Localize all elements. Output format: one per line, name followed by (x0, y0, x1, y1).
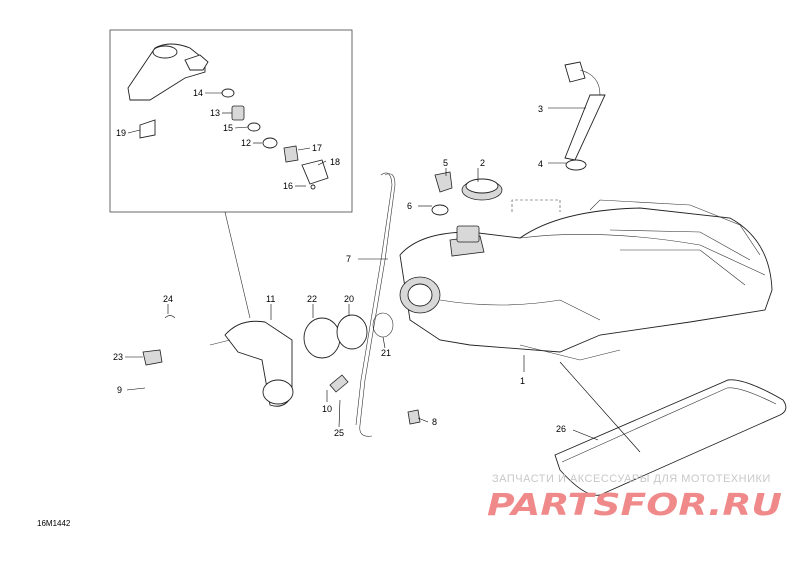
callout-14: 14 (193, 88, 203, 98)
callout-18: 18 (330, 157, 340, 167)
callout-11: 11 (266, 294, 275, 304)
detail-inset-frame (109, 29, 353, 213)
fuel-pump-assembly (209, 312, 421, 425)
callout-leaders (125, 92, 641, 453)
callout-16: 16 (283, 181, 293, 191)
callout-24: 24 (163, 294, 173, 304)
protector-plate (554, 379, 787, 496)
callout-5: 5 (443, 158, 448, 168)
watermark-caption: ЗАПЧАСТИ И АКСЕССУАРЫ ДЛЯ МОТОТЕХНИКИ (492, 473, 771, 485)
inset-reference-line (224, 211, 251, 319)
callout-21: 21 (381, 348, 391, 358)
filler-cap-and-vent (431, 171, 503, 216)
callout-15: 15 (223, 123, 233, 133)
callout-23: 23 (113, 352, 123, 362)
fuel-hose (142, 315, 178, 404)
fuel-sender (564, 61, 606, 171)
callout-25: 25 (334, 428, 344, 438)
callout-19: 19 (116, 128, 126, 138)
callout-7: 7 (346, 254, 351, 264)
callout-13: 13 (210, 108, 220, 118)
callout-2: 2 (480, 158, 485, 168)
callout-22: 22 (307, 294, 317, 304)
inset-pump-top (127, 43, 209, 139)
callout-6: 6 (407, 201, 412, 211)
callout-20: 20 (344, 294, 354, 304)
diagram-reference-code: 16M1442 (37, 519, 71, 528)
callout-12: 12 (241, 138, 251, 148)
fuel-tank (399, 199, 773, 361)
callout-labels: 1 2 3 4 5 6 7 8 9 10 11 12 13 14 15 16 1… (113, 88, 566, 438)
callout-10: 10 (322, 404, 332, 414)
callout-1: 1 (520, 376, 525, 386)
assembly-dashed-leader (511, 199, 561, 212)
callout-26: 26 (556, 424, 566, 434)
callout-3: 3 (538, 104, 543, 114)
callout-9: 9 (117, 385, 122, 395)
callout-8: 8 (432, 417, 437, 427)
inset-small-parts (221, 88, 329, 190)
callout-4: 4 (538, 159, 543, 169)
callout-17: 17 (312, 143, 322, 153)
watermark-logo: PARTSFOR.RU (487, 488, 782, 523)
vent-hose (355, 172, 396, 437)
